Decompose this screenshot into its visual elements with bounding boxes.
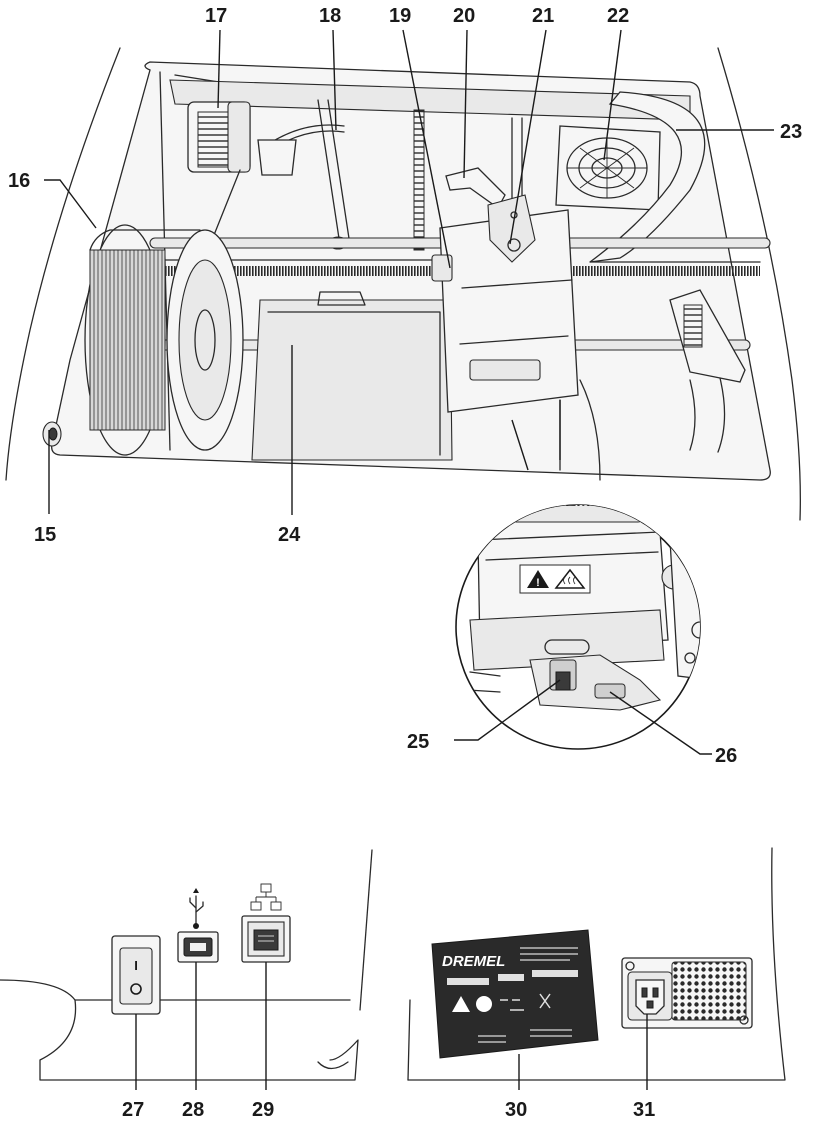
nozzle-zoom-view: DREMEL !	[455, 491, 701, 750]
warning-triangle-icon: !	[527, 570, 549, 589]
leader-lines	[44, 29, 774, 1090]
callout-labels: 15 16 17 18 19 20 21 22 23 24 25 26 27 2…	[8, 5, 802, 1121]
callout-29: 29	[252, 1099, 274, 1121]
filament-spool	[84, 224, 244, 456]
cooling-fan	[555, 125, 661, 211]
callout-17: 17	[205, 5, 227, 27]
callout-16: 16	[8, 170, 30, 192]
power-switch: I	[111, 935, 161, 1015]
rating-label: DREMEL	[431, 929, 599, 1059]
callout-25: 25	[407, 731, 429, 753]
nozzle-plate	[487, 194, 536, 263]
callout-24: 24	[278, 524, 301, 546]
warning-label: !	[519, 564, 591, 594]
hot-surface-icon	[554, 568, 586, 589]
extruder	[431, 167, 579, 413]
callout-22: 22	[607, 5, 629, 27]
nozzle-sensor	[594, 683, 626, 699]
callout-23: 23	[780, 121, 802, 143]
usb-icon	[189, 888, 204, 929]
nozzle	[549, 659, 577, 691]
ethernet-port	[241, 883, 291, 963]
drive-belt	[100, 266, 760, 276]
callout-21: 21	[532, 5, 554, 27]
rear-label-view: DREMEL	[407, 847, 786, 1081]
svg-text:!: !	[536, 577, 540, 589]
extruder-brand-logo: DREMEL	[541, 491, 613, 510]
filament-feeder	[187, 101, 251, 173]
usb-port	[177, 888, 219, 963]
callout-20: 20	[453, 5, 475, 27]
power-inlet	[621, 957, 753, 1029]
callout-30: 30	[505, 1099, 527, 1121]
rear-ports-view: I	[0, 849, 373, 1081]
printer-interior-view	[5, 47, 801, 521]
svg-text:I: I	[134, 958, 138, 973]
rating-label-brand-logo: DREMEL	[442, 953, 505, 970]
power-switch-icon: I	[130, 958, 142, 995]
callout-26: 26	[715, 745, 737, 767]
vent-grille-icon	[671, 961, 747, 1021]
callout-15: 15	[34, 524, 56, 546]
callout-27: 27	[122, 1099, 144, 1121]
network-icon	[250, 883, 282, 911]
callout-28: 28	[182, 1099, 204, 1121]
callout-18: 18	[319, 5, 341, 27]
callout-31: 31	[633, 1099, 655, 1121]
callout-19: 19	[389, 5, 411, 27]
